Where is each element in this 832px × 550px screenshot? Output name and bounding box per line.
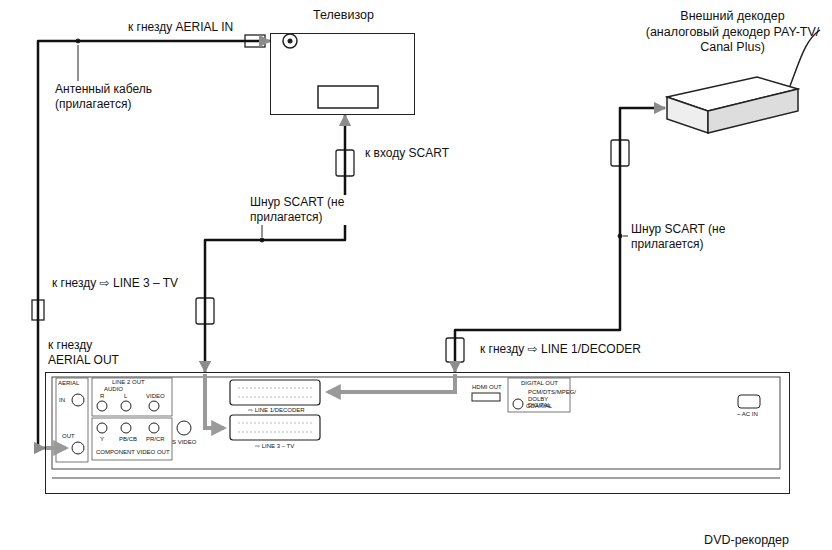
cable	[205, 115, 345, 372]
callout-label: к входу SCART	[365, 146, 449, 161]
scart-pins	[238, 388, 312, 432]
panel-label: AERIAL	[58, 380, 79, 387]
hdmi-port	[472, 393, 500, 401]
decoder-outline	[665, 75, 800, 137]
dvd-recorder: DVD-рекордер	[45, 372, 790, 494]
aerial-in-socket	[72, 394, 84, 406]
panel-label: ⇨ LINE 3 – TV	[255, 443, 294, 450]
ac-inlet	[738, 395, 760, 408]
aerial-in-jack	[283, 34, 297, 48]
panel-label: PB/CB	[119, 436, 137, 443]
aerial-in-pin	[288, 39, 293, 44]
cable	[38, 41, 270, 448]
line2-block	[92, 378, 172, 416]
coaxial-jack	[513, 399, 523, 409]
insert-arrows	[46, 374, 455, 448]
callout-label: к гнезду ⇨ LINE 3 – TV	[52, 276, 178, 291]
rca-jacks	[97, 401, 159, 433]
panel-label: ~ AC IN	[737, 411, 758, 418]
node-title: Телевизор	[271, 8, 416, 24]
callout-label: к гнезду AERIAL IN	[128, 20, 233, 35]
leader-lines	[76, 39, 628, 242]
tv-box: Телевизор	[270, 33, 415, 115]
panel-label: LINE 2 OUT	[112, 379, 145, 386]
component-block	[92, 418, 172, 460]
digital-block	[508, 378, 570, 412]
panel-label: Y	[100, 436, 104, 443]
cable-label: Антенный кабель (прилагается)	[55, 82, 167, 112]
panel-label: PR/CR	[146, 436, 165, 443]
scart-socket-3	[230, 415, 320, 440]
cable-label: Шнур SCART (не прилагается)	[631, 222, 741, 252]
callout-label: к гнезду ⇨ LINE 1/DECODER	[480, 342, 641, 357]
panel-label: R	[100, 393, 104, 400]
cable-label: Шнур SCART (не прилагается)	[250, 195, 360, 225]
panel-label: COAXIAL	[526, 403, 552, 410]
node-title: Внешний декодер (аналоговый декодер PAY-…	[645, 9, 820, 56]
s-video-jack	[177, 421, 191, 435]
panel-ledge	[52, 478, 780, 479]
tv-scart-socket	[318, 86, 378, 108]
callout-label: к гнезду AERIAL OUT	[48, 338, 128, 368]
panel-label: OUT	[62, 433, 75, 440]
decoder-box: Внешний декодер (аналоговый декодер PAY-…	[665, 75, 800, 137]
panel-label: DIGITAL OUT	[521, 380, 558, 387]
node-title: DVD-рекордер	[704, 533, 789, 549]
panel-label: AUDIO	[104, 386, 123, 393]
panel-label: HDMI OUT	[472, 384, 502, 391]
panel-label: IN	[59, 397, 65, 404]
panel-label: VIDEO	[146, 393, 165, 400]
panel-label: L	[124, 393, 127, 400]
panel-label: S VIDEO	[172, 439, 196, 446]
aerial-out-socket	[72, 442, 84, 454]
panel-label: COMPONENT VIDEO OUT	[96, 449, 170, 456]
scart-socket-1	[230, 380, 320, 405]
panel-label: ⇨ LINE 1/DECODER	[248, 407, 305, 414]
